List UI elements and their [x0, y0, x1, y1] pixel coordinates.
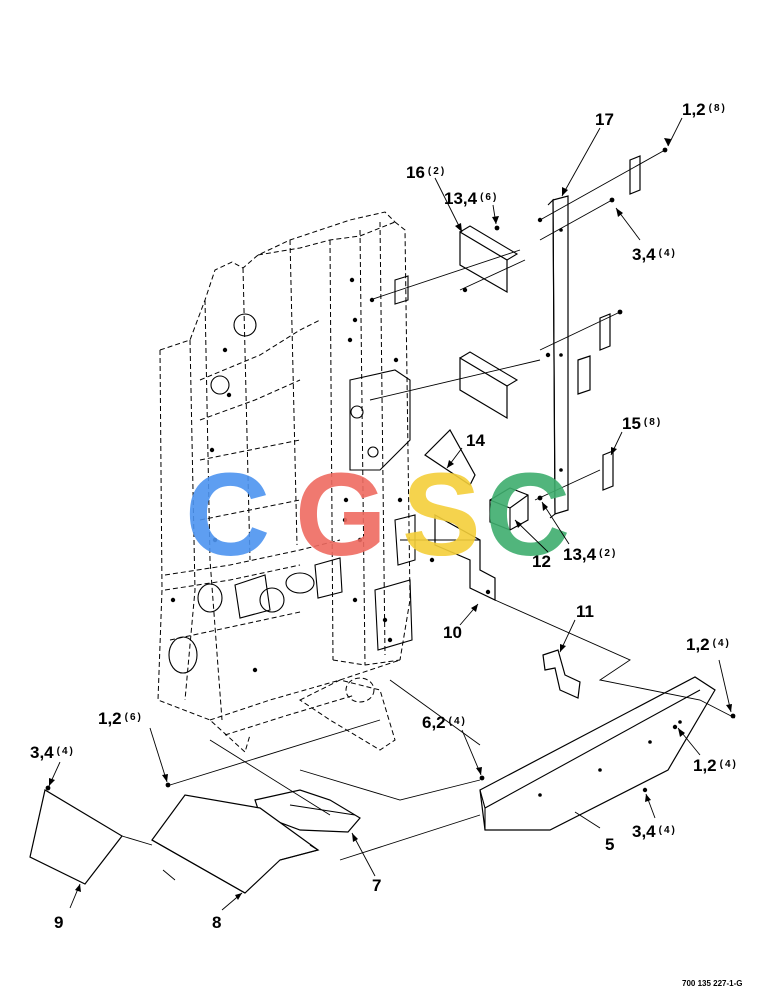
callout-label: 8: [212, 913, 221, 932]
part-16-bracket-upper: [459, 225, 519, 294]
callout-label: 14: [466, 431, 485, 450]
part-9-plate: [29, 789, 123, 885]
document-number: 700 135 227-1-G: [682, 979, 743, 988]
callout-label: 1,2(4): [693, 756, 738, 775]
part-16-bracket-lower: [459, 351, 519, 420]
watermark-letter: C: [185, 449, 270, 581]
main-frame-outline: [157, 211, 416, 753]
callout-label: 9: [54, 913, 63, 932]
part-15-plates: [577, 155, 641, 491]
callout-label: 7: [372, 876, 381, 895]
callout-label: 15(8): [622, 414, 662, 433]
callout-label: 1,2(6): [98, 709, 143, 728]
part-17-vertical-strap: [547, 195, 569, 519]
part-11-z-bracket: [542, 649, 581, 699]
watermark-letter: C: [485, 449, 570, 581]
callout-label: 3,4(4): [632, 822, 677, 841]
part-8-shield: [151, 794, 320, 894]
callout-label: 1,2(4): [686, 635, 731, 654]
callout-label: 12: [532, 552, 551, 571]
callout-label: 3,4(4): [30, 743, 75, 762]
part-12-box: [489, 487, 529, 531]
watermark-letter: G: [295, 449, 387, 581]
callout-label: 13,4(2): [563, 545, 617, 564]
hardware-fasteners: [45, 147, 736, 793]
callout-label: 17: [595, 110, 614, 129]
part-14-gusset: [424, 429, 476, 486]
callout-label: 10: [443, 623, 462, 642]
callout-label: 3,4(4): [632, 245, 677, 264]
callout-label: 5: [605, 835, 614, 854]
leader-lines: [48, 117, 732, 911]
callout-labels: 1,2(8) 17 16(2) 13,4(6) 3,4(4) 14 15(8) …: [30, 100, 738, 932]
callout-label: 6,2(4): [422, 713, 467, 732]
watermark-letter: S: [402, 449, 481, 581]
callout-label: 13,4(6): [444, 189, 498, 208]
callout-label: 11: [576, 602, 594, 621]
callout-label: 16(2): [406, 163, 446, 182]
part-5-lower-panel: [479, 676, 716, 831]
watermark: C G S C: [185, 449, 570, 581]
assembly-lines: [121, 149, 736, 881]
callout-label: 1,2(8): [682, 100, 727, 119]
